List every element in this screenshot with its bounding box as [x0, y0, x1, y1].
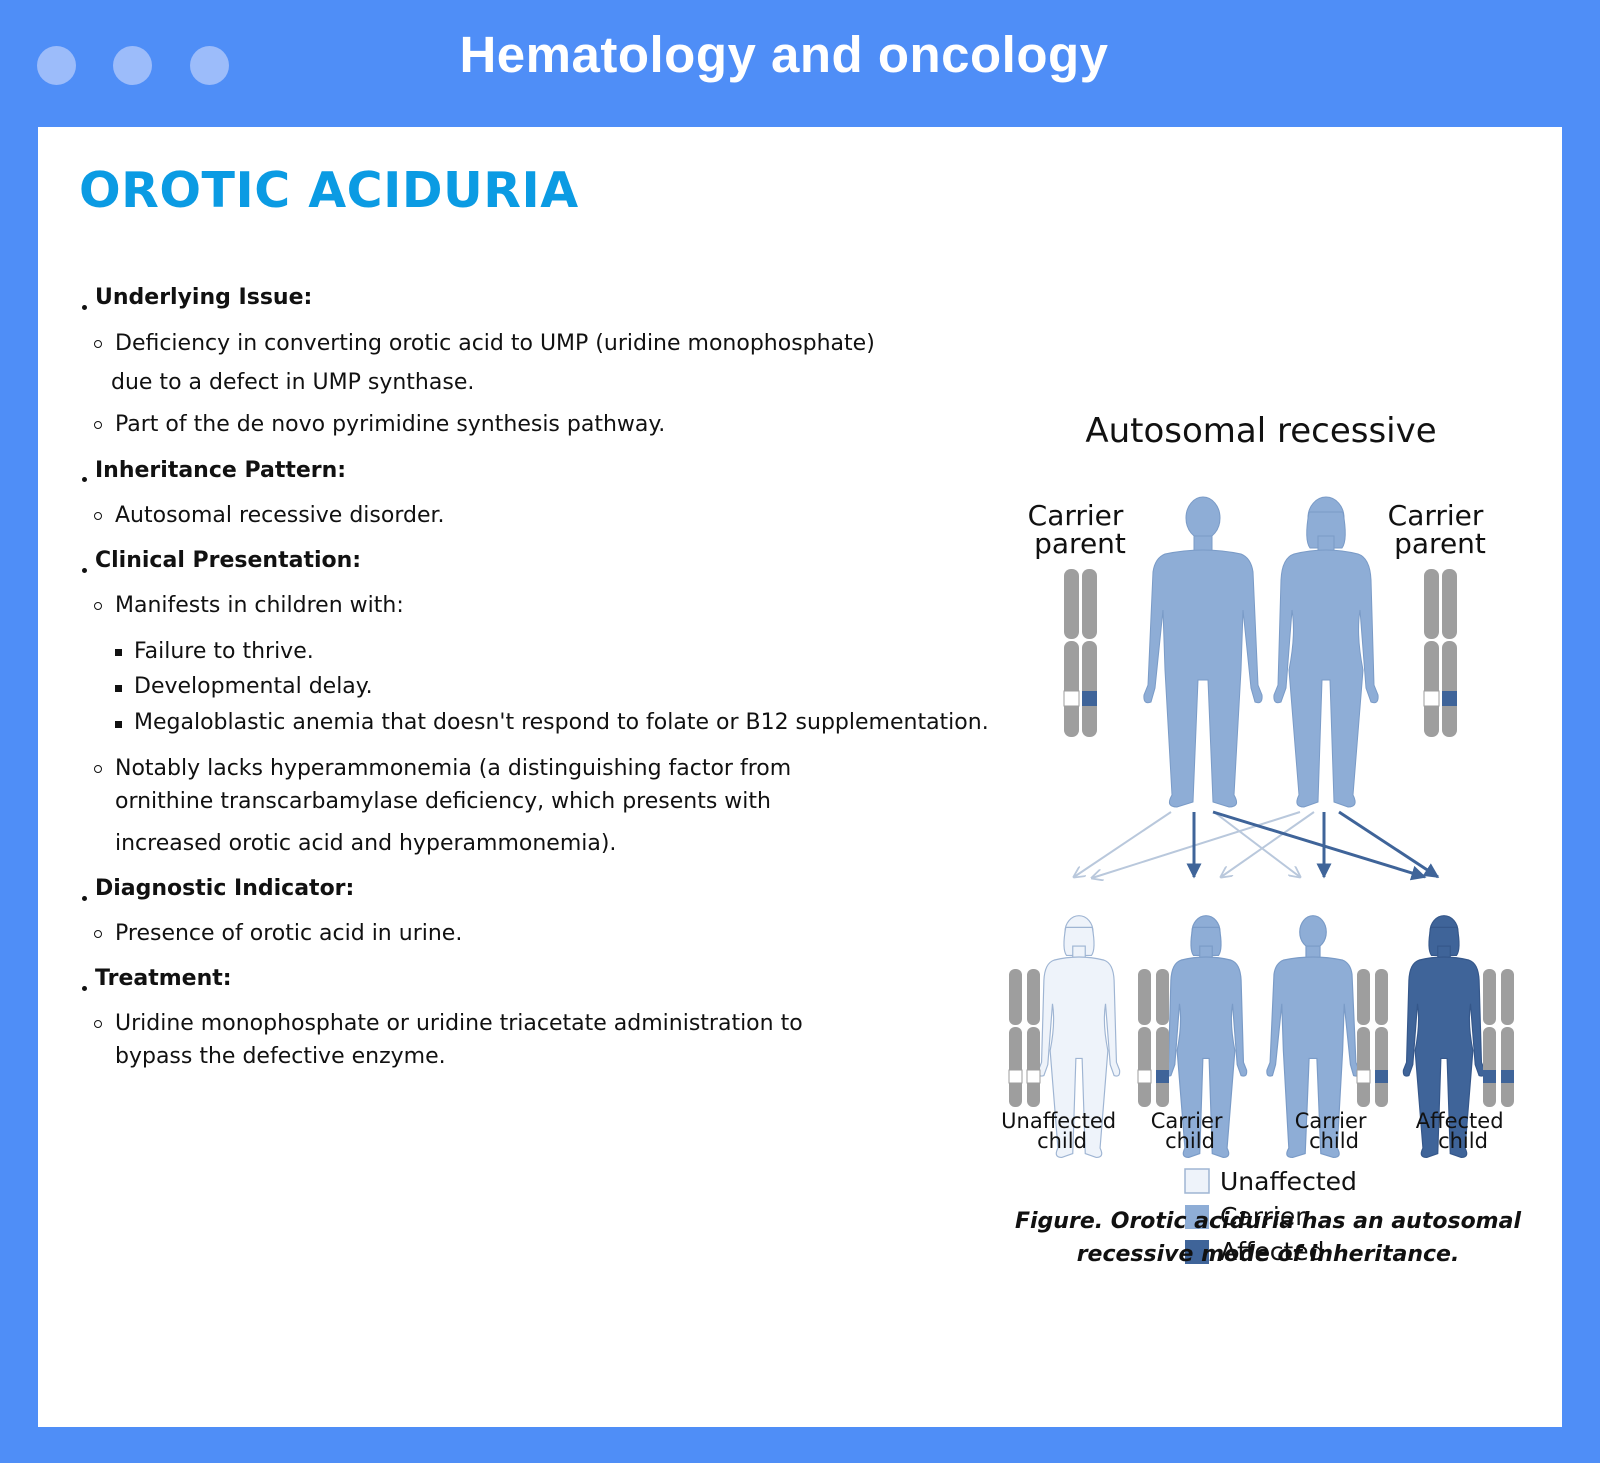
list-item: Deficiency in converting orotic acid to … [115, 331, 875, 356]
content-panel: OROTIC ACIDURIA Underlying Issue: Defici… [38, 127, 1562, 1427]
bullet [82, 896, 87, 901]
bullet [94, 512, 102, 520]
legend-swatch-carrier [1185, 1205, 1209, 1229]
bullet [94, 1020, 102, 1028]
child-chromosomes-carrier-2 [1356, 969, 1388, 1107]
figure-caption: Figure. Orotic aciduria has an autosomal… [958, 1205, 1578, 1271]
inheritance-arrows [1074, 810, 1440, 878]
section-heading: Inheritance Pattern: [95, 458, 347, 483]
legend-label-carrier: Carrier [1220, 1202, 1306, 1231]
bullet [82, 568, 87, 573]
page-title: OROTIC ACIDURIA [79, 162, 579, 219]
list-item-cont: ornithine transcarbamylase deficiency, w… [115, 789, 771, 814]
child-label-unaffected: Unaffected child [1001, 1109, 1123, 1153]
mother-figure [1273, 496, 1379, 808]
list-item: Presence of orotic acid in urine. [115, 921, 463, 946]
child-label-affected: Affected child [1416, 1109, 1510, 1153]
parent-chromosomes-left [1063, 569, 1097, 737]
list-item: Notably lacks hyperammonemia (a distingu… [115, 756, 792, 781]
inheritance-diagram: Autosomal recessive Carrier parent Carri… [1001, 411, 1514, 1266]
bullet [94, 930, 102, 938]
bullet [82, 477, 87, 482]
bullet [82, 305, 87, 310]
legend-swatch-affected [1185, 1240, 1209, 1264]
bullet [115, 721, 122, 728]
title-bar: Hematology and oncology [0, 0, 1600, 127]
window-close-button[interactable] [37, 46, 76, 85]
list-item-cont: due to a defect in UMP synthase. [111, 370, 475, 395]
legend: Unaffected Carrier Affected [1184, 1167, 1357, 1266]
legend-label-unaffected: Unaffected [1220, 1167, 1357, 1196]
list-item-cont: increased orotic acid and hyperammonemia… [115, 831, 617, 856]
sub-list-item: Failure to thrive. [134, 639, 314, 664]
app-title: Hematology and oncology [459, 26, 1109, 83]
bullet [94, 421, 102, 429]
sub-list-item: Developmental delay. [134, 674, 373, 699]
bullet [115, 649, 122, 656]
figure-title: Autosomal recessive [1085, 411, 1436, 451]
bullet [94, 602, 102, 610]
child-chromosomes-affected [1483, 969, 1514, 1107]
parent-label-left: Carrier parent [1028, 499, 1133, 560]
bullet [94, 765, 102, 773]
section-heading: Underlying Issue: [95, 285, 313, 310]
figure-caption-line: recessive mode of inheritance. [1076, 1242, 1460, 1267]
window-minimize-button[interactable] [113, 46, 152, 85]
child-label-carrier-1: Carrier child [1151, 1109, 1230, 1153]
list-item: Uridine monophosphate or uridine triacet… [115, 1011, 803, 1036]
parent-label-right: Carrier parent [1388, 499, 1493, 560]
list-item: Manifests in children with: [115, 593, 404, 618]
section-heading: Treatment: [95, 966, 232, 991]
child-chromosomes-unaffected [1008, 969, 1041, 1107]
father-figure [1143, 496, 1263, 808]
section-heading: Diagnostic Indicator: [95, 876, 355, 901]
parent-chromosomes-right [1423, 569, 1457, 737]
section-heading: Clinical Presentation: [95, 548, 362, 573]
window-maximize-button[interactable] [190, 46, 229, 85]
bullet [94, 340, 102, 348]
list-item: Autosomal recessive disorder. [115, 503, 445, 528]
list-item-cont: bypass the defective enzyme. [115, 1044, 446, 1069]
bullet [82, 986, 87, 991]
figure-caption-line: Figure. Orotic aciduria has an autosomal [1014, 1209, 1521, 1234]
legend-label-affected: Affected [1220, 1237, 1325, 1266]
sub-list-item: Megaloblastic anemia that doesn't respon… [134, 710, 989, 735]
list-item: Part of the de novo pyrimidine synthesis… [115, 412, 666, 437]
child-label-carrier-2: Carrier child [1295, 1109, 1374, 1153]
legend-swatch-unaffected [1184, 1168, 1210, 1194]
child-chromosomes-carrier-1 [1137, 969, 1169, 1107]
bullet [115, 685, 122, 692]
